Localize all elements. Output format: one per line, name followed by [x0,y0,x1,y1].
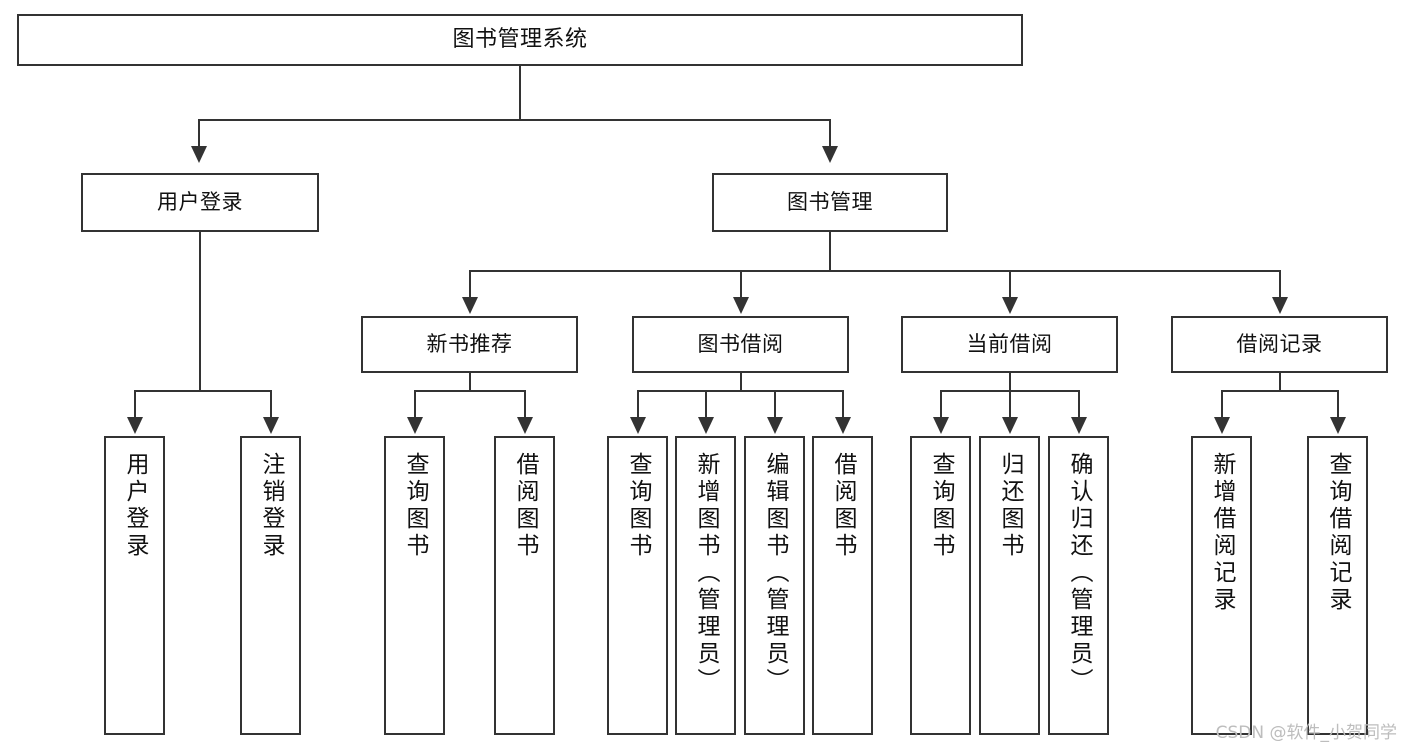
edge-bookborrow-stem [740,373,742,391]
node-label: 用户登录 [157,190,243,215]
edge-root-drop-right [829,119,831,147]
edge-bookmanage-stem [829,232,831,271]
arrow-newbook-leaf-0 [407,417,423,434]
node-label: 图书管理系统 [452,27,588,53]
node-label: 新增借阅记录 [1209,452,1235,614]
arrow-bookborrow-leaf-3 [835,417,851,434]
node-label: 借阅记录 [1236,332,1323,357]
edge-borrowrecord-drop-0 [1221,390,1223,418]
arrow-currentborrow-leaf-1 [1002,417,1018,434]
leaf-borrowrecord-query-record[interactable]: 查询借阅记录 [1307,436,1368,735]
arrow-bookborrow-leaf-0 [630,417,646,434]
edge-newbook-drop-1 [524,390,526,418]
edge-currentborrow-drop-0 [940,390,942,418]
leaf-newbook-borrow-book[interactable]: 借阅图书 [494,436,555,735]
edge-root-bus [198,119,830,121]
leaf-borrowrecord-add-record[interactable]: 新增借阅记录 [1191,436,1252,735]
node-label: 查询借阅记录 [1325,452,1351,614]
edge-root-stem [519,66,521,120]
edge-newbook-stem [469,373,471,391]
edge-newbook-drop-0 [414,390,416,418]
edge-borrowrecord-drop-1 [1337,390,1339,418]
edge-userlogin-bus [134,390,271,392]
arrow-to-book-manage [822,146,838,163]
leaf-user-login[interactable]: 用户登录 [104,436,165,735]
edge-currentborrow-drop-2 [1078,390,1080,418]
edge-bookborrow-drop-0 [637,390,639,418]
arrow-currentborrow-leaf-2 [1071,417,1087,434]
arrow-to-user-login [191,146,207,163]
edge-borrowrecord-stem [1279,373,1281,391]
edge-bookborrow-bus [637,390,843,392]
arrow-userlogin-leaf-0 [127,417,143,434]
node-label: 新增图书（管理员） [693,452,719,695]
node-label: 当前借阅 [966,332,1053,357]
node-label: 借阅图书 [830,452,856,560]
node-label: 编辑图书（管理员） [762,452,788,695]
leaf-bookborrow-query-book[interactable]: 查询图书 [607,436,668,735]
edge-borrowrecord-bus [1221,390,1338,392]
node-label: 用户登录 [122,452,148,560]
node-label: 借阅图书 [512,452,538,560]
node-label: 查询图书 [928,452,954,560]
leaf-bookborrow-borrow-book[interactable]: 借阅图书 [812,436,873,735]
edge-newbook-bus [414,390,525,392]
node-label: 确认归还（管理员） [1066,452,1092,695]
leaf-bookborrow-edit-book[interactable]: 编辑图书（管理员） [744,436,805,735]
node-label: 查询图书 [625,452,651,560]
edge-currentborrow-drop-1 [1009,390,1011,418]
arrow-to-new-book [462,297,478,314]
arrow-bookborrow-leaf-2 [767,417,783,434]
arrow-borrowrecord-leaf-1 [1330,417,1346,434]
node-label: 新书推荐 [426,332,513,357]
arrow-to-book-borrow [733,297,749,314]
edge-bookmanage-drop-2 [1009,270,1011,298]
edge-bookmanage-drop-0 [469,270,471,298]
leaf-currentborrow-return-book[interactable]: 归还图书 [979,436,1040,735]
edge-currentborrow-stem [1009,373,1011,391]
node-label: 查询图书 [402,452,428,560]
arrow-to-borrow-record [1272,297,1288,314]
leaf-bookborrow-add-book[interactable]: 新增图书（管理员） [675,436,736,735]
node-label: 归还图书 [997,452,1023,560]
leaf-currentborrow-confirm-return[interactable]: 确认归还（管理员） [1048,436,1109,735]
edge-userlogin-drop-0 [134,390,136,418]
leaf-newbook-query-book[interactable]: 查询图书 [384,436,445,735]
edge-bookmanage-bus [469,270,1281,272]
arrow-bookborrow-leaf-1 [698,417,714,434]
arrow-currentborrow-leaf-0 [933,417,949,434]
node-label: 图书管理 [787,190,873,215]
node-label: 图书借阅 [697,332,784,357]
arrow-newbook-leaf-1 [517,417,533,434]
node-new-book-recommend[interactable]: 新书推荐 [361,316,578,373]
node-root-system[interactable]: 图书管理系统 [17,14,1023,66]
edge-bookborrow-drop-2 [774,390,776,418]
node-book-borrow[interactable]: 图书借阅 [632,316,849,373]
edge-userlogin-stem [199,232,201,391]
edge-bookmanage-drop-1 [740,270,742,298]
arrow-to-current-borrow [1002,297,1018,314]
edge-userlogin-drop-1 [270,390,272,418]
edge-root-drop-left [198,119,200,147]
edge-bookborrow-drop-3 [842,390,844,418]
leaf-currentborrow-query-book[interactable]: 查询图书 [910,436,971,735]
leaf-logout-login[interactable]: 注销登录 [240,436,301,735]
arrow-userlogin-leaf-1 [263,417,279,434]
edge-bookmanage-drop-3 [1279,270,1281,298]
node-book-manage[interactable]: 图书管理 [712,173,948,232]
node-current-borrow[interactable]: 当前借阅 [901,316,1118,373]
node-borrow-record[interactable]: 借阅记录 [1171,316,1388,373]
node-user-login[interactable]: 用户登录 [81,173,319,232]
arrow-borrowrecord-leaf-0 [1214,417,1230,434]
node-label: 注销登录 [258,452,284,560]
edge-bookborrow-drop-1 [705,390,707,418]
